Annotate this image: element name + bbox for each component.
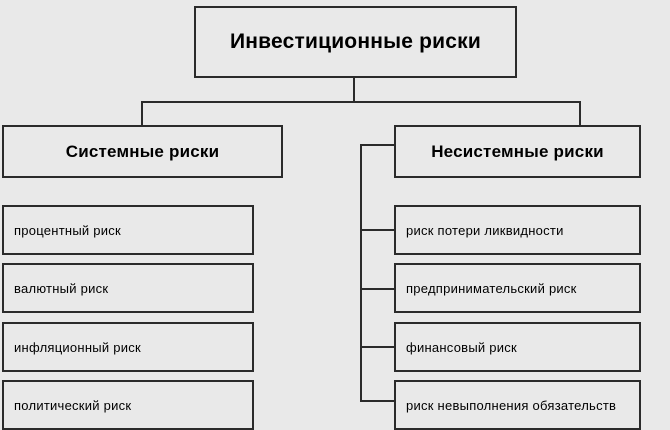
leaf-systemic-2-label: валютный риск [14,280,109,296]
leaf-systemic-2[interactable]: валютный риск [2,263,254,313]
node-systemic-risks[interactable]: Системные риски [2,125,283,178]
connector-branch-liquidity [360,229,396,231]
node-systemic-risks-label: Системные риски [65,141,220,161]
connector-nonsystemic-trunk [360,144,362,402]
leaf-nonsystemic-2-label: предпринимательский риск [406,280,577,296]
leaf-nonsystemic-4-label: риск невыполнения обязательств [406,397,617,413]
leaf-systemic-4[interactable]: политический риск [2,380,254,430]
node-root-investment-risks[interactable]: Инвестиционные риски [194,6,517,78]
leaf-nonsystemic-4[interactable]: риск невыполнения обязательств [394,380,641,430]
connector-branch-default [360,400,396,402]
connector-root-bus [141,101,581,103]
connector-root-stem [353,78,355,103]
leaf-nonsystemic-3-label: финансовый риск [406,339,517,355]
connector-branch-entrepreneurial [360,288,396,290]
leaf-systemic-3-label: инфляционный риск [14,339,141,355]
leaf-nonsystemic-1[interactable]: риск потери ликвидности [394,205,641,255]
leaf-systemic-1[interactable]: процентный риск [2,205,254,255]
connector-branch-financial [360,346,396,348]
node-root-label: Инвестиционные риски [230,30,481,53]
node-nonsystemic-risks-label: Несистемные риски [431,141,604,161]
leaf-nonsystemic-1-label: риск потери ликвидности [406,222,564,238]
leaf-systemic-3[interactable]: инфляционный риск [2,322,254,372]
leaf-systemic-4-label: политический риск [14,397,132,413]
leaf-nonsystemic-3[interactable]: финансовый риск [394,322,641,372]
leaf-nonsystemic-2[interactable]: предпринимательский риск [394,263,641,313]
node-nonsystemic-risks[interactable]: Несистемные риски [394,125,641,178]
leaf-systemic-1-label: процентный риск [14,222,121,238]
connector-root-to-systemic [141,101,143,126]
connector-nonsystemic-trunk-head [360,144,396,146]
connector-root-to-nonsystemic [579,101,581,126]
